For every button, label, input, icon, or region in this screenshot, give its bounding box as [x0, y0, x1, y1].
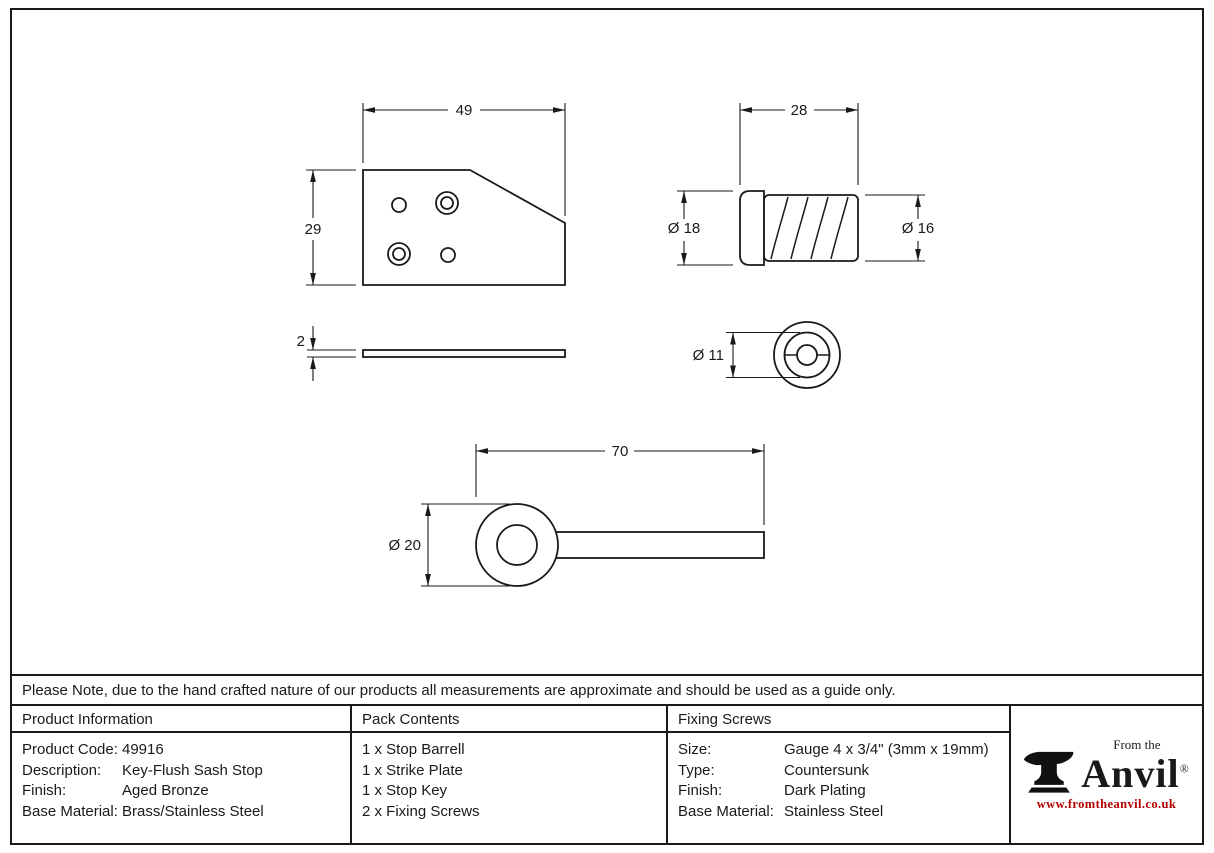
product-information-header: Product Information — [12, 706, 350, 733]
logo-from-the: From the — [1113, 736, 1161, 752]
table-row: Description: Key-Flush Sash Stop — [22, 761, 340, 782]
product-information-column: Product Information Product Code: 49916 … — [12, 706, 352, 843]
table-row: Finish: Aged Bronze — [22, 781, 340, 802]
logo-wordmark: Anvil® — [1081, 750, 1190, 796]
row-value: Dark Plating — [784, 782, 866, 799]
row-value: Aged Bronze — [122, 782, 209, 799]
row-label: Finish: — [678, 782, 723, 799]
pack-item: 1 x Stop Barrell — [362, 741, 465, 758]
table-row: Base Material: Brass/Stainless Steel — [22, 802, 340, 823]
page-border — [10, 8, 1204, 845]
registered-mark: ® — [1179, 761, 1190, 776]
table-row: Type: Countersunk — [678, 761, 999, 782]
row-value: 49916 — [122, 741, 164, 758]
anvil-icon — [1023, 748, 1075, 794]
row-label: Base Material: — [22, 802, 118, 820]
row-label: Product Code: — [22, 741, 118, 758]
row-label: Base Material: — [678, 802, 774, 820]
fixing-screws-header: Fixing Screws — [668, 706, 1009, 733]
row-label: Type: — [678, 761, 715, 779]
row-label: Size: — [678, 741, 712, 758]
table-row: Product Code: 49916 — [22, 740, 340, 761]
row-value: Key-Flush Sash Stop — [122, 761, 263, 779]
row-value: Gauge 4 x 3/4" (3mm x 19mm) — [784, 741, 989, 758]
pack-item: 1 x Stop Key — [362, 782, 448, 799]
pack-contents-header: Pack Contents — [352, 706, 666, 733]
row-label: Description: — [22, 761, 102, 779]
pack-contents-column: Pack Contents 1 x Stop Barrell 1 x Strik… — [352, 706, 668, 843]
table-row: Size: Gauge 4 x 3/4" (3mm x 19mm) — [678, 740, 999, 761]
row-value: Countersunk — [784, 761, 870, 779]
table-row: Base Material: Stainless Steel — [678, 802, 999, 823]
spec-sheet-footer: Please Note, due to the hand crafted nat… — [12, 674, 1202, 843]
pack-item: 1 x Strike Plate — [362, 761, 463, 779]
row-label: Finish: — [22, 782, 67, 799]
measurement-note: Please Note, due to the hand crafted nat… — [12, 674, 1202, 706]
table-row: Finish: Dark Plating — [678, 781, 999, 802]
logo-url: www.fromtheanvil.co.uk — [1036, 796, 1177, 811]
fixing-screws-column: Fixing Screws Size: Gauge 4 x 3/4" (3mm … — [668, 706, 1011, 843]
row-value: Brass/Stainless Steel — [122, 802, 264, 820]
row-value: Stainless Steel — [784, 802, 884, 820]
brand-logo: From the Anvil® www.fromtheanvil.co.uk — [1011, 706, 1202, 843]
pack-item: 2 x Fixing Screws — [362, 802, 480, 820]
note-text: Please Note, due to the hand crafted nat… — [22, 681, 896, 699]
spec-table: Product Information Product Code: 49916 … — [12, 706, 1202, 843]
